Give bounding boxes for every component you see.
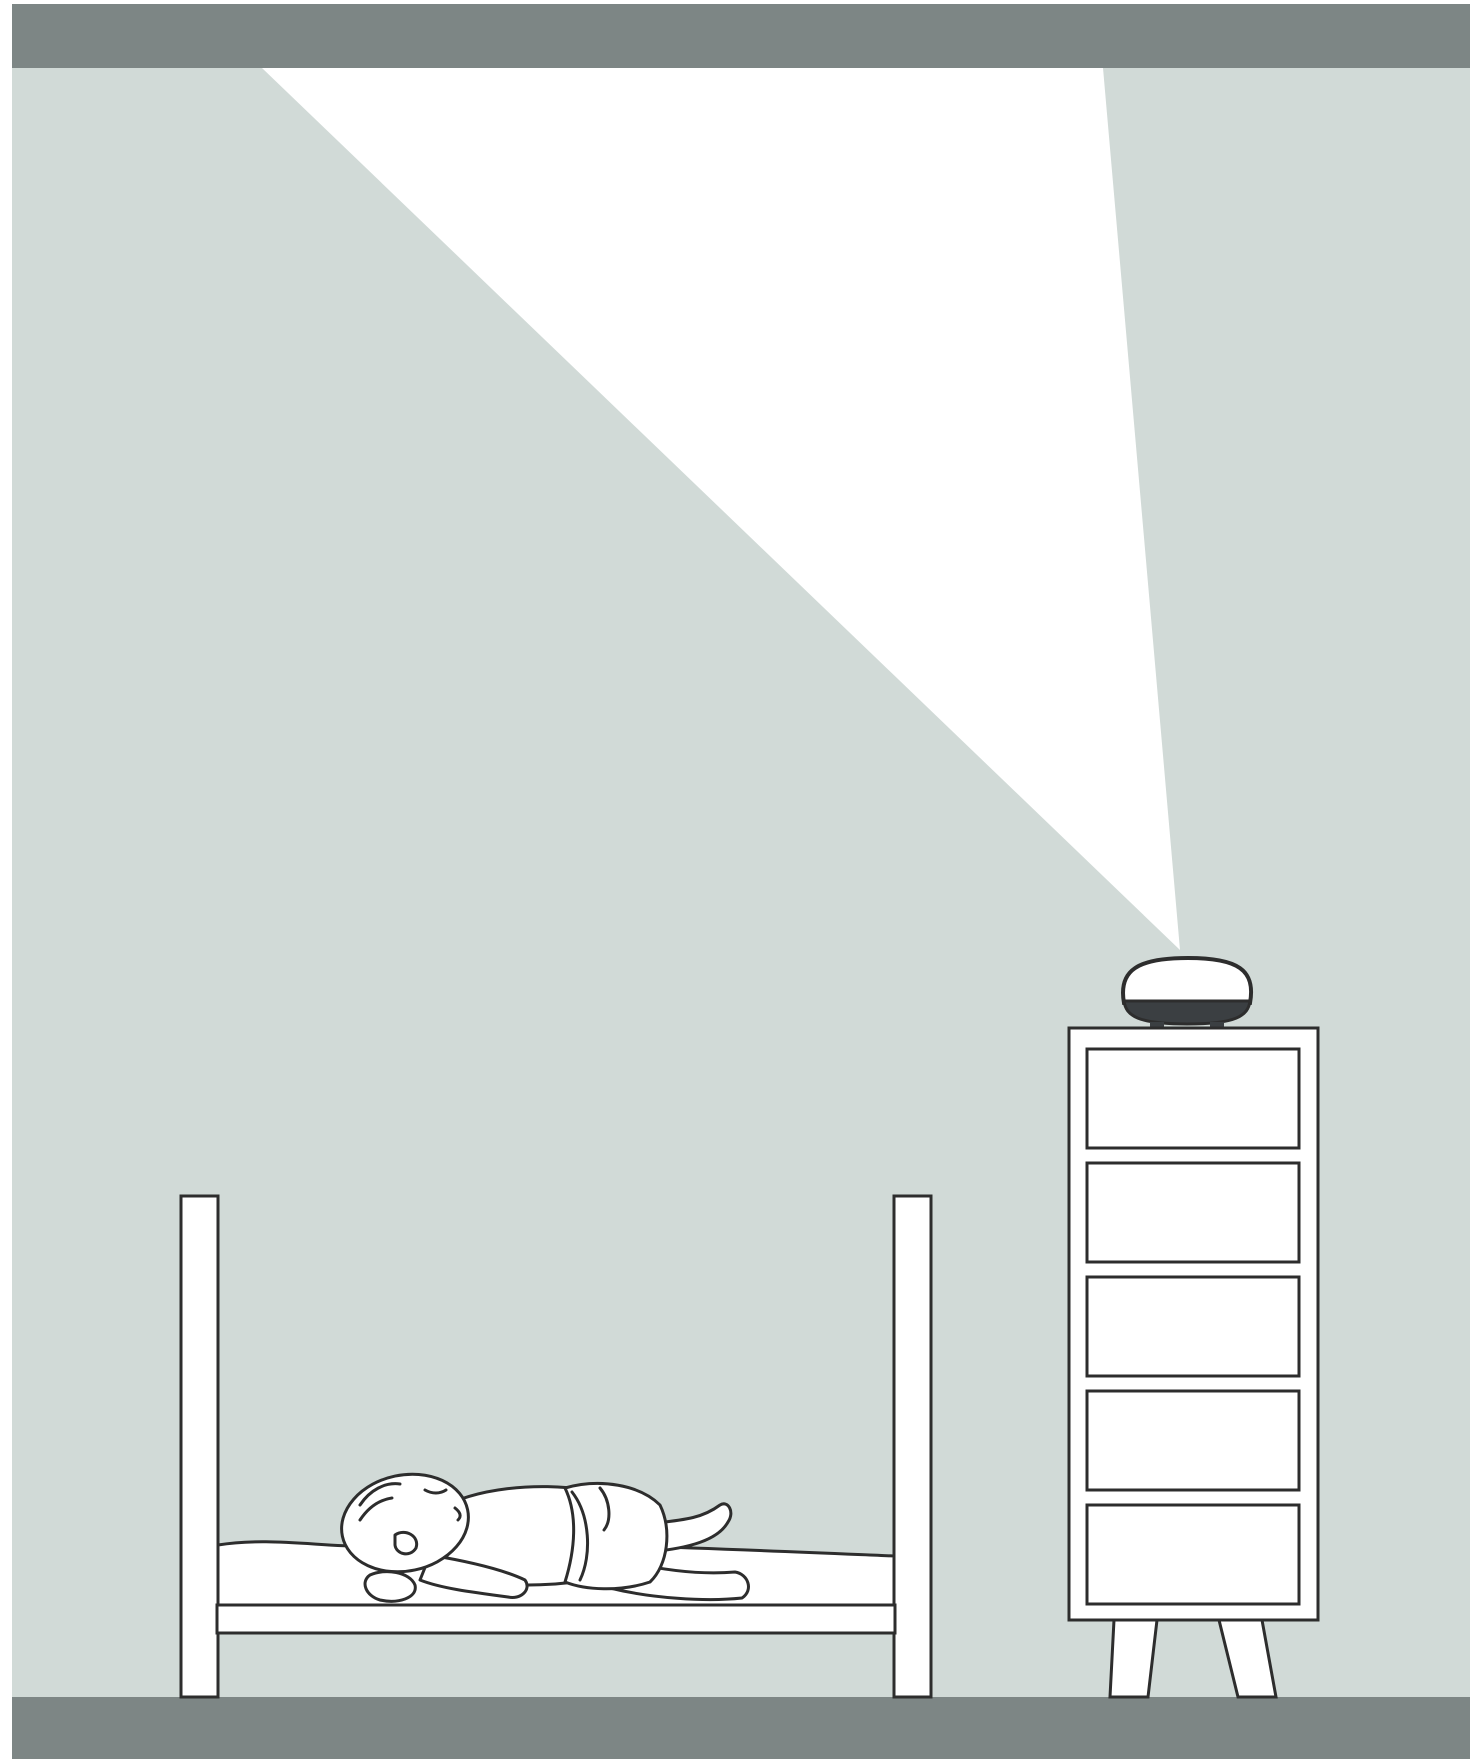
projector (1123, 958, 1251, 1028)
dresser-drawer (1087, 1049, 1299, 1148)
bed-rail (217, 1605, 895, 1633)
bed-post-left (181, 1196, 218, 1697)
image-margin-left (0, 0, 12, 1759)
dresser (1069, 1028, 1318, 1697)
floor (12, 1697, 1470, 1759)
dresser-drawer (1087, 1277, 1299, 1376)
bed-post-right (894, 1196, 931, 1697)
ceiling (12, 4, 1470, 68)
baby-ear (395, 1532, 417, 1553)
dresser-leg-left (1110, 1620, 1157, 1697)
dresser-drawer (1087, 1505, 1299, 1604)
image-margin-top (0, 0, 1470, 4)
baby-diaper (565, 1483, 667, 1588)
dresser-drawer (1087, 1163, 1299, 1262)
projector-base (1124, 1001, 1250, 1024)
dresser-drawer (1087, 1391, 1299, 1490)
baby-hand (365, 1572, 415, 1602)
projector-dome (1123, 958, 1251, 1003)
